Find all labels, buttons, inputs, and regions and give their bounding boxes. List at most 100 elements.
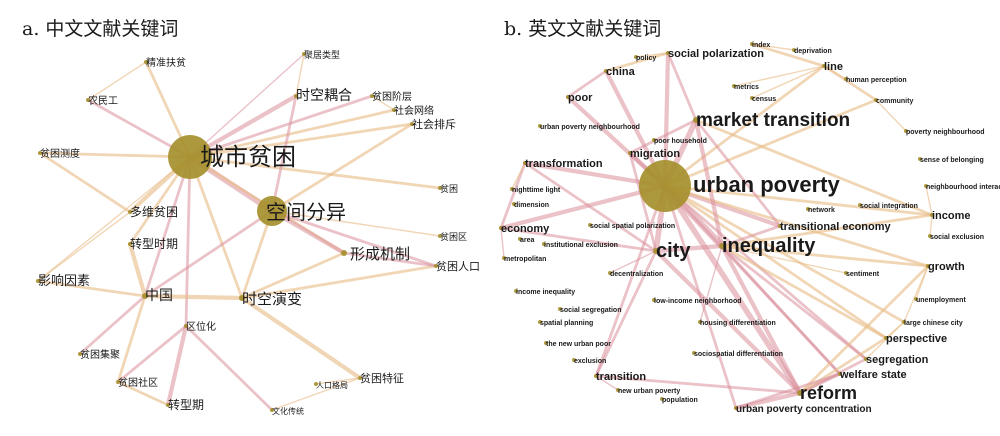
label-en-28: exclusion xyxy=(574,358,606,365)
label-en-54: metropolitan xyxy=(504,256,546,263)
node-en-18 xyxy=(734,406,738,410)
edge-en-68 xyxy=(734,372,842,410)
node-zh-11 xyxy=(370,94,374,98)
edge-zh-15 xyxy=(38,151,192,159)
edge-zh-22 xyxy=(271,210,441,237)
node-zh-8 xyxy=(294,94,298,98)
label-en-41: social integration xyxy=(860,203,918,210)
node-zh-1 xyxy=(257,196,287,226)
edge-en-30 xyxy=(721,245,847,274)
labels-zh: 城市贫困空间分异形成机制时空演变多维贫困转型时期影响因素中国时空耦合社会排斥社会… xyxy=(38,49,480,416)
label-zh-1: 空间分异 xyxy=(266,200,346,224)
edge-en-61 xyxy=(635,52,669,58)
node-zh-9 xyxy=(410,122,414,126)
edge-en-8 xyxy=(498,183,668,231)
node-en-49 xyxy=(510,187,514,191)
edge-en-25 xyxy=(720,244,930,268)
node-en-53 xyxy=(542,242,546,246)
edge-zh-8 xyxy=(188,108,396,159)
edge-en-24 xyxy=(720,224,782,248)
node-zh-6 xyxy=(36,279,40,283)
edge-zh-2 xyxy=(188,155,244,300)
edge-zh-31 xyxy=(116,294,147,384)
label-en-15: perspective xyxy=(886,333,947,345)
node-zh-0 xyxy=(168,135,212,179)
edge-en-43 xyxy=(594,374,802,395)
node-zh-19 xyxy=(38,151,42,155)
label-zh-23: 人口格局 xyxy=(316,380,348,390)
edge-zh-12 xyxy=(184,155,192,328)
node-zh-10 xyxy=(392,108,396,112)
node-zh-16 xyxy=(78,352,82,356)
label-zh-21: 聚居类型 xyxy=(304,49,340,61)
node-en-20 xyxy=(652,298,656,302)
node-en-3 xyxy=(653,248,659,254)
label-en-5: transitional economy xyxy=(780,221,892,233)
label-zh-24: 文化传统 xyxy=(272,406,304,416)
label-en-21: housing differentiation xyxy=(700,320,776,327)
node-en-54 xyxy=(502,256,506,260)
node-en-29 xyxy=(616,388,620,392)
label-zh-12: 贫困人口 xyxy=(436,259,480,273)
label-zh-16: 贫困集聚 xyxy=(80,348,120,361)
node-zh-24 xyxy=(270,408,274,412)
node-en-5 xyxy=(778,224,782,228)
edge-en-21 xyxy=(653,243,725,254)
label-en-24: income inequality xyxy=(516,289,575,296)
edge-en-35 xyxy=(628,151,658,253)
node-zh-14 xyxy=(166,403,170,407)
edge-en-20 xyxy=(663,184,906,324)
label-zh-19: 贫困测度 xyxy=(40,147,80,160)
label-zh-4: 多维贫困 xyxy=(130,204,178,219)
panel-title-zh: a. 中文文献关键词 xyxy=(22,18,178,40)
node-en-30 xyxy=(660,397,664,401)
node-en-13 xyxy=(930,213,934,217)
node-zh-4 xyxy=(128,210,132,214)
label-en-4: reform xyxy=(800,383,857,403)
node-en-25 xyxy=(558,307,562,311)
label-en-6: social polarization xyxy=(668,48,764,60)
edge-zh-14 xyxy=(188,155,442,190)
label-zh-11: 贫困阶层 xyxy=(372,90,412,103)
label-en-48: poor household xyxy=(654,138,707,145)
label-en-19: transition xyxy=(596,371,646,383)
label-en-22: sociospatial differentiation xyxy=(694,351,783,358)
edge-zh-33 xyxy=(165,323,189,408)
label-en-13: income xyxy=(932,210,971,222)
node-en-42 xyxy=(928,234,932,238)
label-zh-13: 贫困特征 xyxy=(360,371,404,385)
node-zh-21 xyxy=(302,52,306,56)
label-en-0: urban poverty xyxy=(693,172,840,197)
node-en-39 xyxy=(918,157,922,161)
label-zh-2: 形成机制 xyxy=(350,245,410,263)
label-en-39: sense of belonging xyxy=(920,157,984,164)
node-zh-20 xyxy=(144,60,148,64)
label-en-25: social segregation xyxy=(560,307,621,314)
label-en-16: segregation xyxy=(866,354,929,366)
node-en-14 xyxy=(926,264,930,268)
edge-zh-5 xyxy=(143,155,192,298)
node-en-34 xyxy=(732,84,736,88)
edge-en-27 xyxy=(720,244,868,361)
edge-zh-25 xyxy=(142,293,245,301)
node-en-27 xyxy=(544,341,548,345)
node-zh-22 xyxy=(438,234,442,238)
nodes-zh xyxy=(36,52,442,412)
label-en-52: area xyxy=(520,237,535,244)
node-en-10 xyxy=(523,161,527,165)
node-en-43 xyxy=(806,207,810,211)
label-en-12: line xyxy=(824,61,843,73)
edge-en-60 xyxy=(604,51,670,73)
node-en-36 xyxy=(844,77,848,81)
label-zh-15: 贫困社区 xyxy=(118,376,158,389)
label-zh-9: 社会排斥 xyxy=(412,117,456,131)
label-en-30: population xyxy=(662,397,698,404)
node-en-52 xyxy=(518,237,522,241)
node-en-31 xyxy=(634,55,638,59)
node-zh-2 xyxy=(341,250,347,256)
edge-zh-43 xyxy=(295,53,305,97)
label-zh-7: 中国 xyxy=(145,288,173,304)
edge-zh-30 xyxy=(78,294,147,356)
node-en-33 xyxy=(792,48,796,52)
